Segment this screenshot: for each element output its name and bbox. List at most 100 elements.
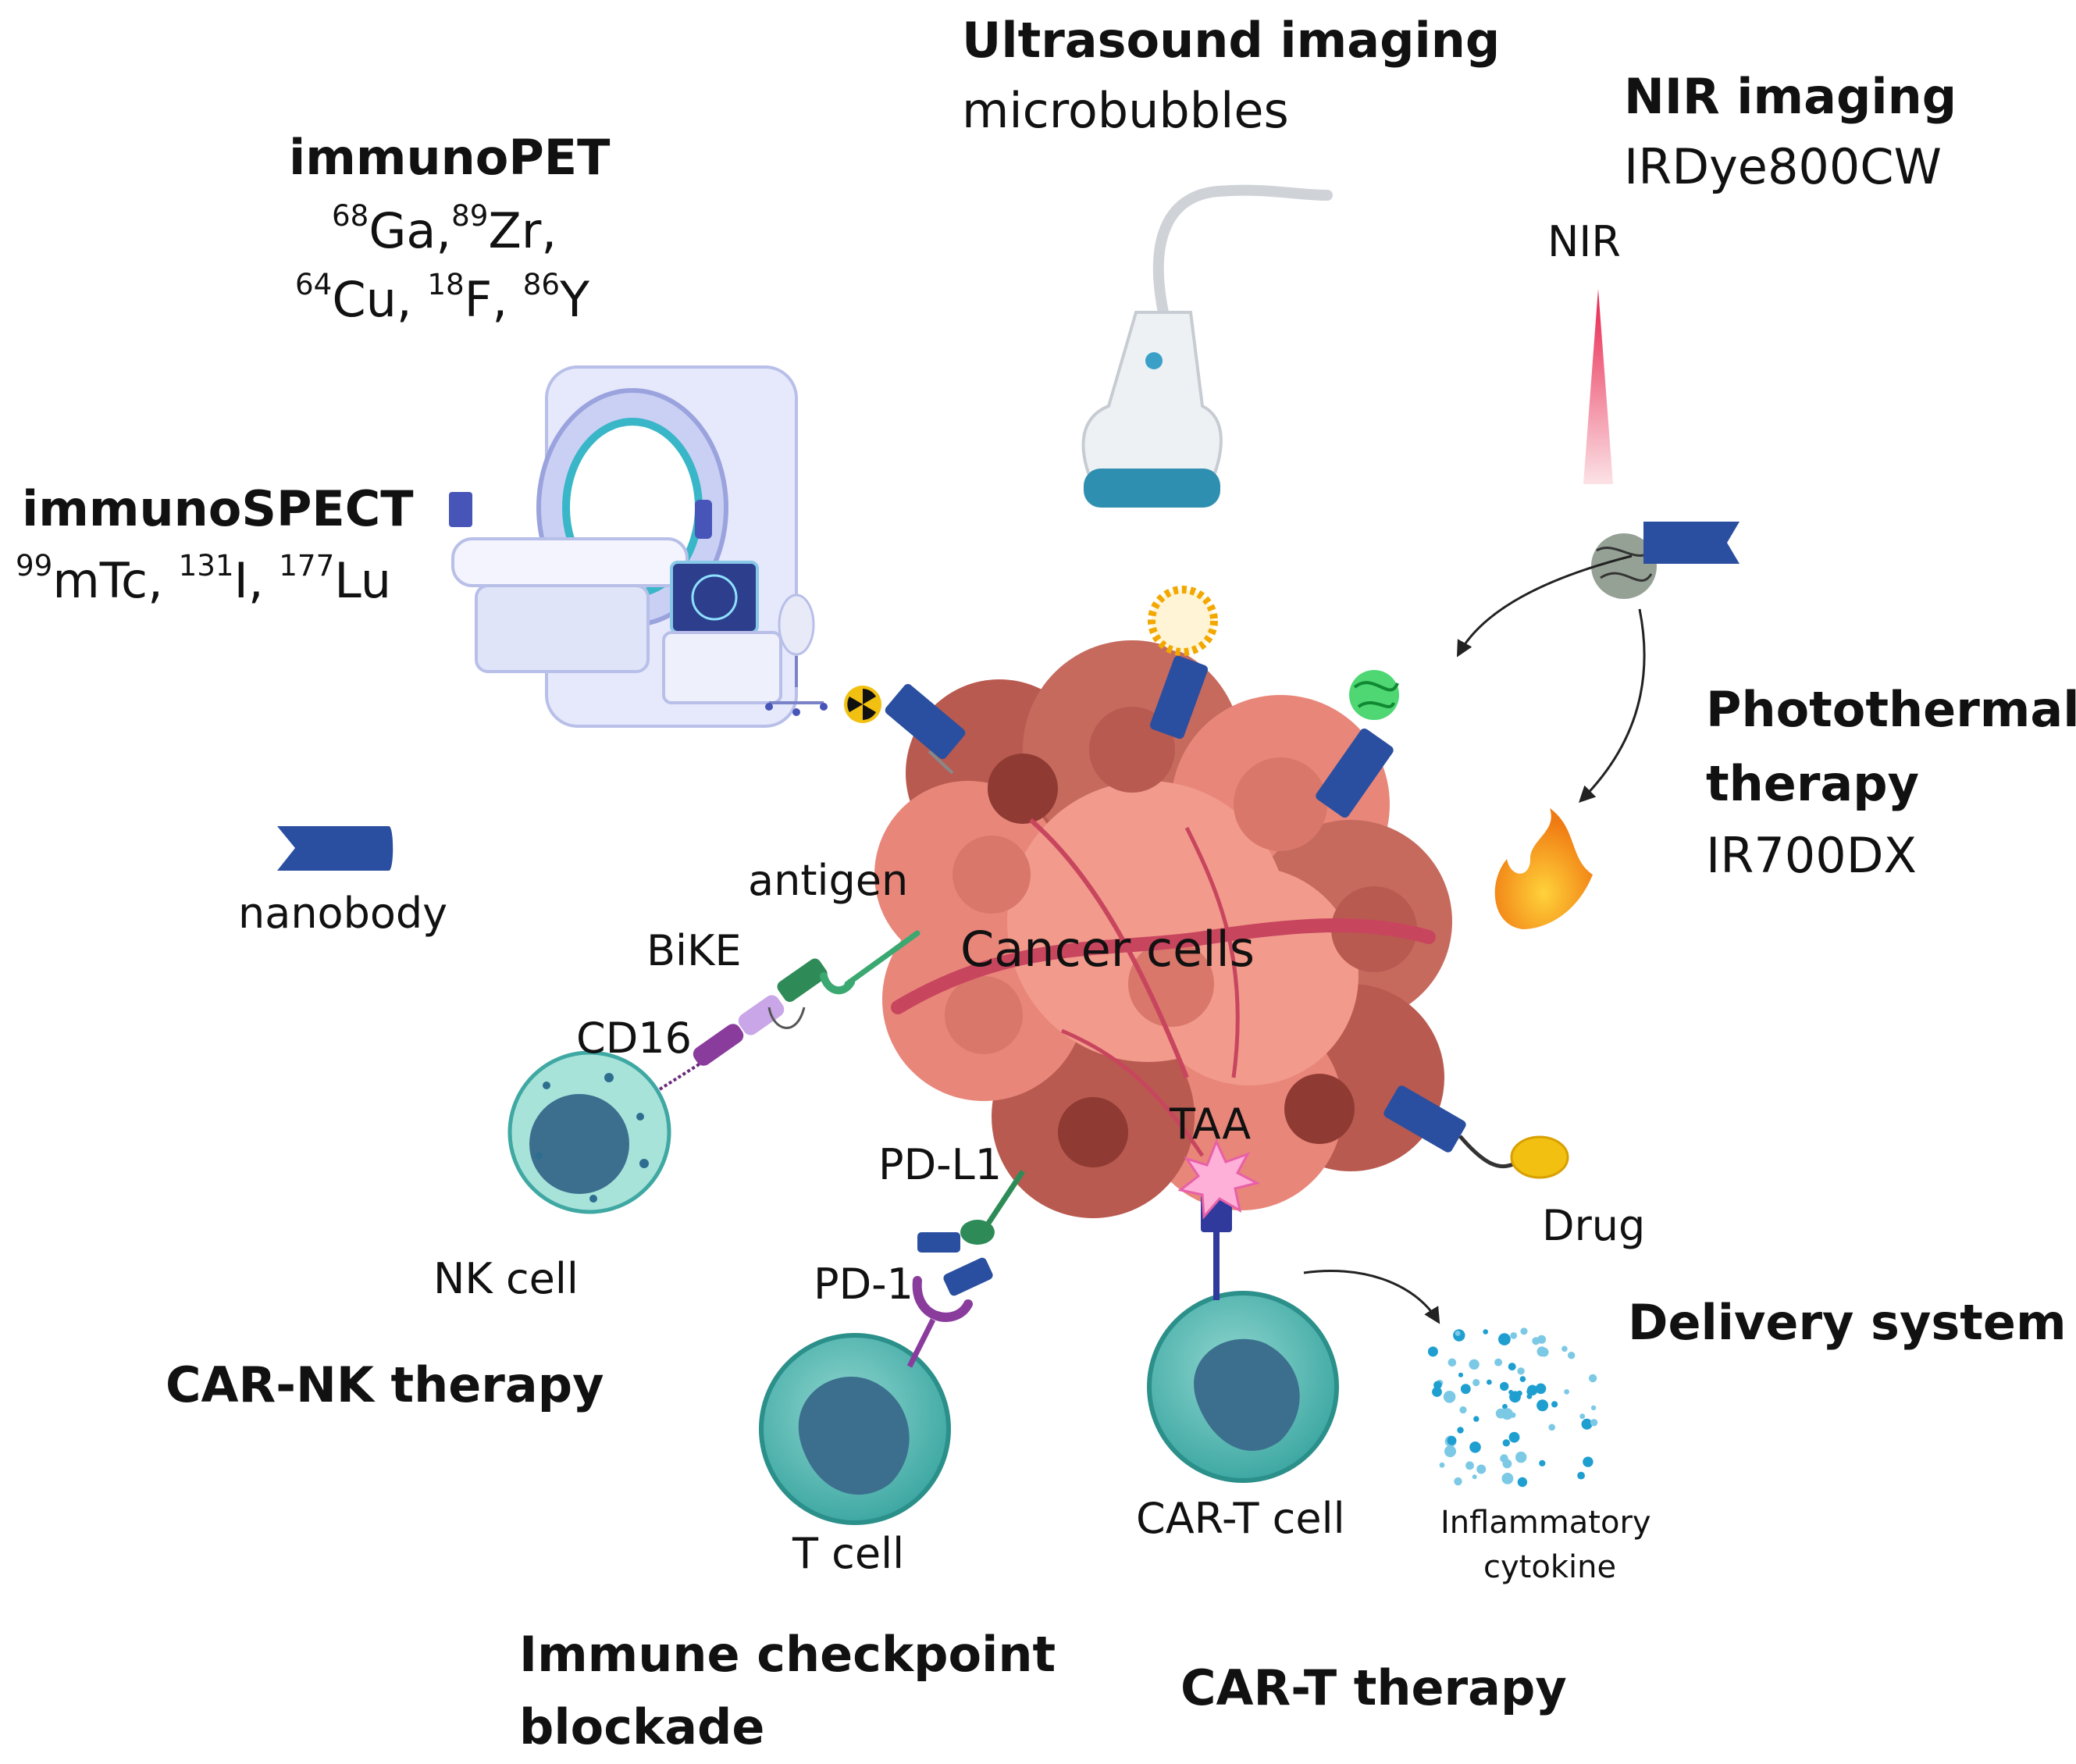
nir-beam-label: NIR — [1547, 217, 1621, 266]
cytokine-dot — [1454, 1477, 1462, 1486]
isotope-symbol: Lu — [334, 552, 391, 609]
isotope-entry: 68Ga, — [332, 201, 452, 259]
cytokine-dot — [1537, 1346, 1547, 1357]
cytokine-dot — [1561, 1345, 1568, 1352]
isotope-mass: 86 — [522, 267, 561, 302]
photothermal-agent: IR700DX — [1706, 827, 1917, 884]
cytokine-dot — [1508, 1363, 1516, 1371]
nanobody-nir-dye — [1316, 670, 1399, 818]
isotope-symbol: mTc, — [52, 552, 179, 609]
cytokine-dot — [1537, 1399, 1549, 1412]
cytokine-dot — [1508, 1431, 1520, 1443]
cytokine-dots — [1427, 1327, 1598, 1488]
isotope-mass: 131 — [178, 548, 234, 583]
pd-l1-label: PD-L1 — [878, 1140, 1002, 1189]
delivery-system-title: Delivery system — [1628, 1294, 2067, 1351]
isotope-entry: 89Zr, — [451, 201, 557, 259]
arrow-to-cytokine — [1303, 1270, 1440, 1324]
isotope-symbol: Cu, — [332, 271, 428, 328]
cytokine-dot — [1588, 1374, 1597, 1383]
cytokine-dot — [1515, 1451, 1527, 1463]
cd16-label: CD16 — [576, 1014, 692, 1063]
isotope-entry: 64Cu, — [295, 270, 428, 328]
cytokine-dot — [1465, 1461, 1474, 1470]
cytokine-dot — [1517, 1477, 1528, 1488]
cytokine-dot — [1526, 1384, 1538, 1396]
ultrasound-probe-icon — [1081, 184, 1333, 508]
immunopet-title: immunoPET — [289, 129, 611, 186]
cytokine-dot — [1590, 1405, 1597, 1411]
cytokine-dot — [1510, 1332, 1518, 1339]
cytokine-dot — [1469, 1441, 1481, 1453]
cytokine-dot — [1526, 1393, 1533, 1399]
cytokine-dot — [1439, 1462, 1445, 1468]
cytokine-dot — [1535, 1383, 1547, 1395]
cytokine-dot — [1458, 1372, 1464, 1377]
cytokine-dot — [1498, 1333, 1511, 1345]
immunopet-isotopes-line1: 68Ga,89Zr, — [332, 201, 557, 259]
ultrasound-title: Ultrasound imaging — [962, 12, 1501, 69]
isotope-mass: 64 — [295, 267, 333, 302]
immunospect-title: immunoSPECT — [22, 480, 414, 537]
cytokine-dot — [1432, 1387, 1442, 1397]
ultrasound-agent: microbubbles — [962, 82, 1289, 139]
cytokine-dot — [1509, 1391, 1521, 1403]
isotope-entry: 18F, — [427, 270, 522, 328]
isotope-symbol: Y — [560, 271, 589, 328]
cytokine-dot — [1500, 1381, 1509, 1392]
isotope-entry: 86Y — [523, 270, 589, 328]
pd-1-label: PD-1 — [814, 1260, 913, 1309]
cytokine-dot — [1483, 1329, 1488, 1335]
isotope-entry: 177Lu — [279, 551, 391, 609]
cytokine-dot — [1501, 1473, 1514, 1484]
nanobody-microbubble — [1148, 586, 1218, 739]
isotope-mass: 18 — [427, 267, 465, 302]
cytokine-dot — [1583, 1456, 1593, 1467]
cytokine-dot — [1473, 1416, 1480, 1422]
isotope-mass: 89 — [451, 198, 489, 233]
cytokine-dot — [1539, 1459, 1546, 1466]
cytokine-dot — [1581, 1418, 1593, 1430]
taa-star-icon — [1177, 1139, 1261, 1220]
nanobody-drug — [1383, 1085, 1569, 1179]
arrow-to-heat — [1579, 608, 1646, 803]
t-cell — [759, 1333, 951, 1525]
cytokine-dot — [1472, 1474, 1477, 1480]
isotope-symbol: Zr, — [488, 202, 557, 259]
dye-nanobody-conjugate — [1591, 522, 1739, 599]
car-t-cell — [1147, 1139, 1339, 1483]
checkpoint-therapy-line1: Immune checkpoint — [519, 1626, 1056, 1683]
isotope-entry: 99mTc, — [16, 551, 179, 609]
isotope-mass: 99 — [16, 548, 53, 583]
nanobody-radio — [844, 683, 966, 775]
nk-cell — [507, 1050, 671, 1214]
isotope-entry: 131I, — [179, 551, 280, 609]
isotope-symbol: I, — [233, 552, 280, 609]
cytokine-dot — [1476, 1464, 1487, 1474]
cytokine-dot — [1532, 1337, 1540, 1345]
cytokine-dot — [1427, 1346, 1438, 1357]
checkpoint-pair — [906, 1170, 1025, 1368]
cytokine-label-line2: cytokine — [1483, 1549, 1617, 1585]
cytokine-dot — [1520, 1327, 1528, 1335]
nir-beam — [1583, 289, 1613, 484]
photothermal-title-line1: Photothermal — [1706, 681, 2076, 738]
cytokine-dot — [1564, 1389, 1569, 1395]
nanobody-legend-label: nanobody — [238, 889, 448, 938]
isotope-symbol: Ga, — [369, 202, 452, 259]
cytokine-dot — [1455, 1331, 1461, 1336]
cytokine-dot — [1579, 1413, 1586, 1420]
isotope-mass: 177 — [279, 548, 335, 583]
cytokine-dot — [1502, 1403, 1508, 1409]
drug-label: Drug — [1542, 1201, 1646, 1250]
cytokine-dot — [1551, 1401, 1558, 1408]
car-t-cell-label: CAR-T cell — [1136, 1494, 1345, 1543]
t-cell-label: T cell — [792, 1529, 905, 1578]
cytokine-dot — [1577, 1471, 1585, 1480]
pet-scanner-icon — [449, 365, 828, 728]
cytokine-dot — [1460, 1384, 1471, 1395]
cytokine-label-line1: Inflammatory — [1440, 1505, 1651, 1541]
cytokine-dot — [1501, 1408, 1513, 1420]
cytokine-dot — [1448, 1358, 1457, 1367]
